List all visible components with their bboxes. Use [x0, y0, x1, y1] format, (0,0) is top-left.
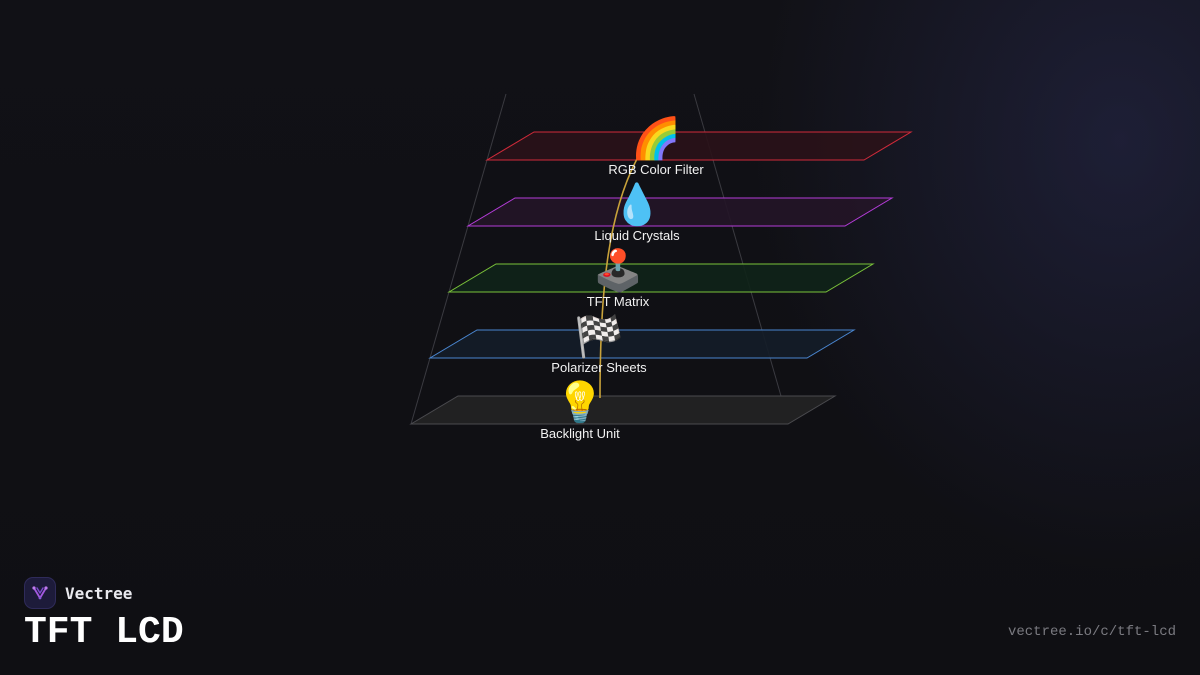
- vectree-logo-icon: [24, 577, 56, 609]
- layer-label: TFT Matrix: [587, 294, 650, 309]
- layer-plane-tft-matrix: [447, 263, 875, 293]
- page-title: TFT LCD: [24, 611, 184, 654]
- light-bulb-icon: 💡: [555, 379, 605, 426]
- layer-plane-rgb-color-filter: [485, 131, 913, 161]
- rainbow-icon: 🌈: [631, 114, 681, 162]
- layer-plane-backlight-unit: [409, 395, 837, 425]
- droplet-icon: 💧: [612, 181, 662, 228]
- page-url[interactable]: vectree.io/c/tft-lcd: [1007, 624, 1176, 640]
- layer-label: Liquid Crystals: [594, 228, 680, 243]
- guide-line-left: [410, 93, 507, 425]
- joystick-icon: 🕹️: [593, 247, 643, 294]
- layer-label: Backlight Unit: [540, 426, 620, 441]
- brand-name: Vectree: [65, 583, 133, 603]
- checkered-flag-icon: 🏁: [574, 313, 624, 360]
- layer-plane-polarizer-sheets: [428, 329, 856, 359]
- brand[interactable]: Vectree: [24, 577, 132, 609]
- layer-label: RGB Color Filter: [608, 162, 704, 177]
- connector-curve: [599, 149, 643, 399]
- layer-plane-liquid-crystals: [466, 197, 894, 227]
- layer-label: Polarizer Sheets: [551, 360, 647, 375]
